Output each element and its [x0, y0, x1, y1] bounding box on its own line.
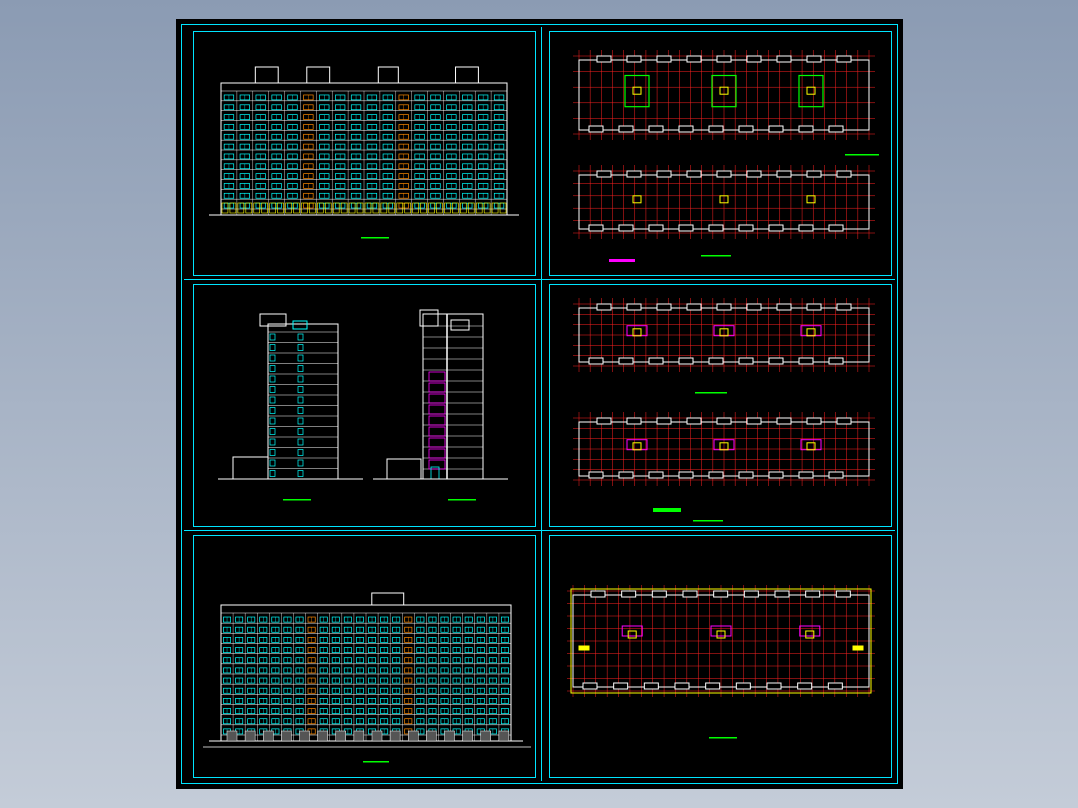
- sheet-outer-frame: [181, 24, 898, 784]
- panel-front-elevation: [193, 31, 536, 276]
- panel-side-elevation-and-section: [193, 284, 536, 527]
- typical-floor-plan: [573, 165, 875, 239]
- front-elevation-drawing: [209, 66, 519, 216]
- drawing-title-underline: [701, 255, 731, 257]
- upper-floor-plan-a: [573, 298, 875, 372]
- rear-elevation-drawing: [209, 592, 523, 742]
- drawing-title-underline: [361, 237, 389, 239]
- drawing-title-underline: [695, 392, 727, 394]
- roof-plan: [573, 50, 875, 140]
- side-elevation-and-section-drawing: [218, 309, 508, 480]
- upper-floor-plan-b: [573, 412, 875, 486]
- drawing-title-underline: [283, 499, 311, 501]
- panel-ground-floor-plan: [549, 535, 892, 778]
- drawing-title-underline: [845, 154, 879, 156]
- cad-drawing-canvas: [181, 24, 898, 784]
- drawing-title-underline: [363, 761, 389, 763]
- panel-upper-floor-plans: [549, 284, 892, 527]
- drawing-title-underline: [709, 737, 737, 739]
- ground-floor-plan: [567, 585, 875, 697]
- panel-rear-elevation: [193, 535, 536, 778]
- drawing-sheet: [176, 19, 903, 789]
- drawing-title-underline: [693, 520, 723, 522]
- panel-roof-and-typical-plans: [549, 31, 892, 276]
- drawing-title-underline: [448, 499, 476, 501]
